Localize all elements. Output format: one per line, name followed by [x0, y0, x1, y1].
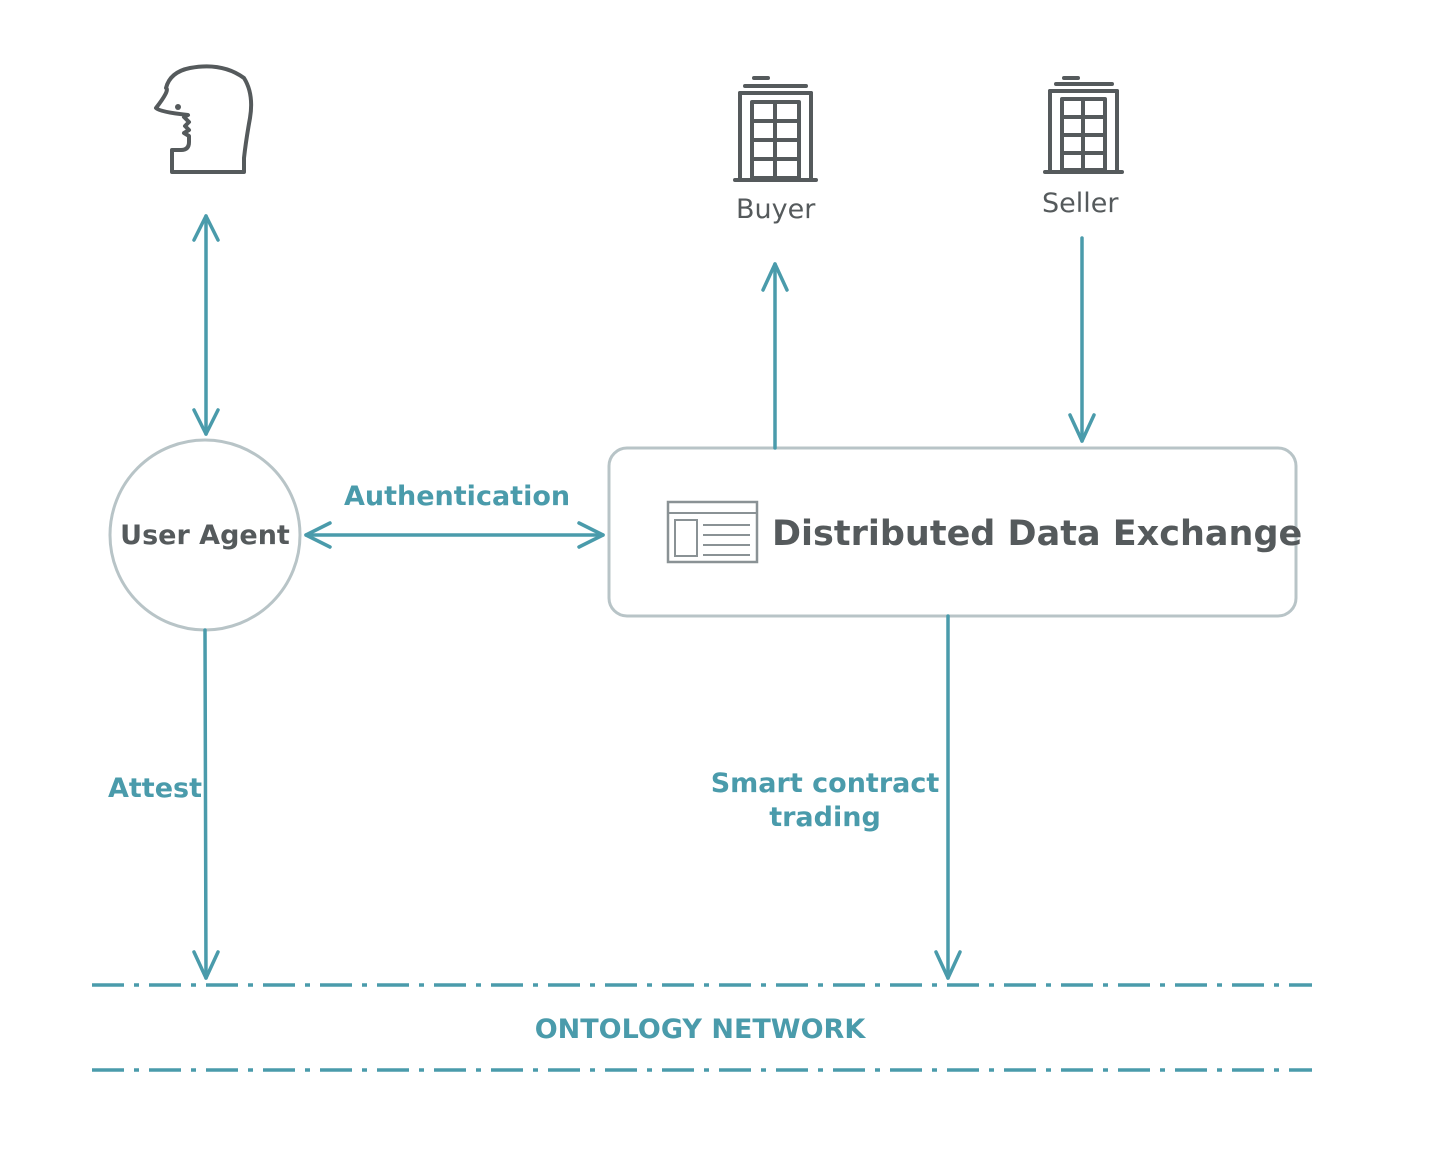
building-icon — [733, 76, 818, 182]
exchange-to-buyer-arrow — [761, 262, 789, 450]
attest-label: Attest — [108, 773, 202, 804]
smart-contract-label-line1: Smart contract — [710, 768, 940, 799]
smart-contract-arrow — [934, 614, 962, 980]
seller-to-exchange-arrow — [1068, 236, 1096, 443]
smart-contract-label: Smart contract trading — [700, 767, 950, 835]
network-label: ONTOLOGY NETWORK — [534, 1014, 866, 1045]
exchange-node — [607, 446, 1298, 618]
browser-window-icon — [666, 500, 759, 564]
person-head-icon — [154, 64, 254, 174]
smart-contract-label-line2: trading — [769, 802, 881, 833]
building-icon — [1043, 76, 1124, 174]
authentication-arrow — [304, 521, 605, 549]
exchange-label: Distributed Data Exchange — [772, 514, 1303, 554]
authentication-label: Authentication — [344, 481, 571, 512]
buyer-label: Buyer — [736, 194, 816, 225]
person-user-agent-arrow — [192, 214, 220, 436]
attest-arrow — [192, 628, 220, 980]
user-agent-label: User Agent — [120, 520, 290, 551]
seller-label: Seller — [1042, 188, 1119, 219]
